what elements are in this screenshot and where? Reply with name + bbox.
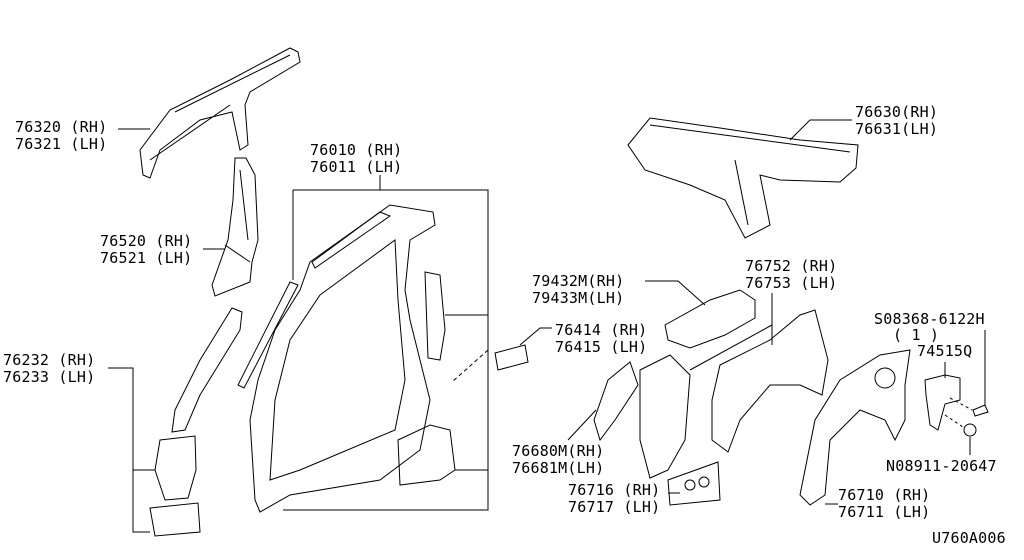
label-76233: 76233 (LH) [3,368,96,386]
label-76320: 76320 (RH) [15,118,108,136]
label-76520: 76520 (RH) [100,232,193,250]
part-rear-roof-rail [627,117,859,239]
part-roof-rail [118,47,301,179]
screw-icon [949,330,989,417]
label-76010: 76010 (RH) [310,141,403,159]
label-76630: 76630(RH) [855,103,939,121]
part-bracket-74515Q [924,362,961,431]
part-sill-patch [494,327,552,371]
label-76631: 76631(LH) [855,120,939,138]
label-76710: 76710 (RH) [838,486,931,504]
label-76681M: 76681M(LH) [512,459,605,477]
label-76415: 76415 (LH) [555,338,648,356]
label-76717: 76717 (LH) [568,498,661,516]
part-rear-pillar-gusset [567,354,691,479]
label-screw-code: S08368-6122H [874,310,985,328]
label-76414: 76414 (RH) [555,321,648,339]
part-patch-plate [667,461,721,506]
part-rear-bracket [645,280,756,349]
label-74515Q: 74515Q [917,342,973,360]
part-rear-wheelhouse-inner [689,293,829,453]
label-76011: 76011 (LH) [310,158,403,176]
part-body-side-outer [237,175,489,513]
label-79432M: 79432M(RH) [532,272,625,290]
label-76321: 76321 (LH) [15,135,108,153]
label-76232: 76232 (RH) [3,351,96,369]
label-76716: 76716 (RH) [568,481,661,499]
nut-icon [944,414,977,455]
label-79433M: 79433M(LH) [532,289,625,307]
part-front-pillar [108,307,243,537]
part-center-pillar [203,157,259,297]
part-rear-wheelhouse-outer [799,349,911,506]
label-76753: 76753 (LH) [745,274,838,292]
label-screw-qty: ( 1 ) [893,326,940,344]
drawing-code: U760A006 [932,529,1006,547]
label-nut-code: N08911-20647 [886,457,997,475]
label-76711: 76711 (LH) [838,503,931,521]
label-76521: 76521 (LH) [100,249,193,267]
label-76680M: 76680M(RH) [512,442,605,460]
label-76752: 76752 (RH) [745,257,838,275]
